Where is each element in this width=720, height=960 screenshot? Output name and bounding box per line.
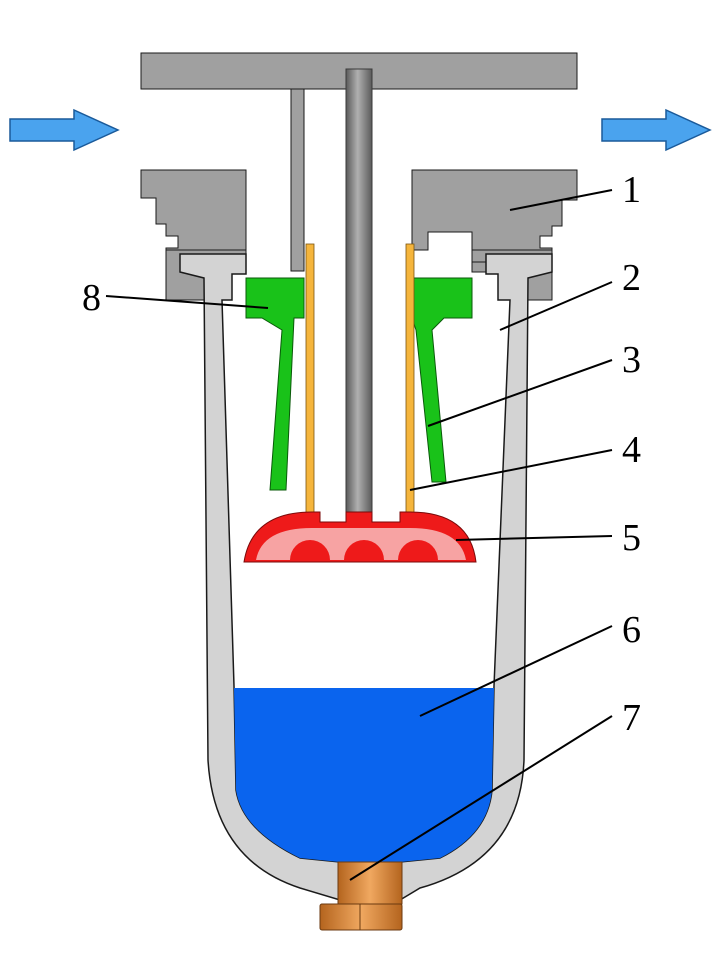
outlet-arrow-icon bbox=[601, 108, 712, 152]
callout-label-7: 7 bbox=[622, 697, 641, 739]
leader-line-2 bbox=[499, 281, 613, 331]
callout-label-2: 2 bbox=[622, 257, 641, 299]
drain-valve-nut bbox=[319, 903, 403, 931]
housing-right-shoulder bbox=[411, 169, 578, 273]
leader-line-4 bbox=[409, 449, 613, 491]
leader-line-1 bbox=[509, 189, 613, 211]
leader-line-8 bbox=[105, 295, 269, 309]
outlet-arrow-shape bbox=[601, 108, 712, 152]
leader-line-3 bbox=[427, 359, 613, 427]
filter-element-right bbox=[405, 243, 415, 517]
drain-valve bbox=[319, 861, 403, 931]
filter-element-left bbox=[305, 243, 315, 517]
inlet-channel-wall bbox=[290, 88, 305, 272]
inlet-arrow-shape bbox=[9, 108, 120, 152]
baffle bbox=[243, 511, 477, 563]
callout-label-8: 8 bbox=[82, 277, 101, 319]
callout-label-4: 4 bbox=[622, 429, 641, 471]
inlet-arrow-icon bbox=[9, 108, 120, 152]
leader-line-5 bbox=[455, 535, 613, 541]
callout-label-5: 5 bbox=[622, 517, 641, 559]
collected-liquid bbox=[234, 688, 494, 862]
callout-label-1: 1 bbox=[622, 169, 641, 211]
callout-labels: 1 2 3 4 5 6 7 8 bbox=[82, 169, 641, 739]
leader-line-7 bbox=[349, 715, 613, 881]
leader-line-6 bbox=[419, 625, 613, 717]
callout-label-3: 3 bbox=[622, 339, 641, 381]
deflector-right bbox=[411, 277, 473, 483]
callout-label-6: 6 bbox=[622, 609, 641, 651]
baffle-inner bbox=[256, 528, 466, 560]
center-rod bbox=[345, 68, 373, 548]
leader-lines bbox=[105, 189, 613, 881]
drain-valve-body bbox=[337, 861, 403, 905]
deflector-left bbox=[245, 277, 305, 491]
